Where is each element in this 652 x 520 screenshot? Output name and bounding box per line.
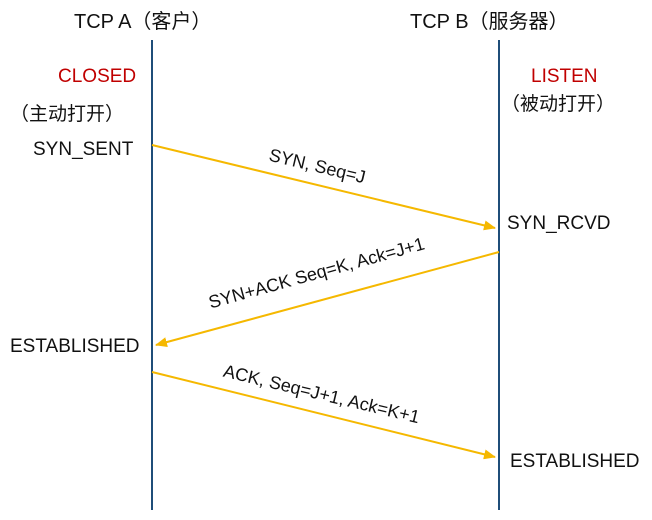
tcp-a-title: TCP A（客户） (74, 11, 212, 33)
state-established-b: ESTABLISHED (510, 451, 640, 472)
state-syn-rcvd: SYN_RCVD (507, 213, 611, 234)
arrow-syn (151, 144, 496, 231)
state-established-a: ESTABLISHED (10, 336, 140, 357)
note-passive-open: （被动打开） (501, 94, 616, 115)
arrow-ack (151, 371, 496, 460)
state-syn-sent: SYN_SENT (33, 139, 134, 160)
tcp-b-title: TCP B（服务器） (410, 11, 569, 33)
arrow-syn-ack (155, 251, 500, 347)
state-listen: LISTEN (531, 66, 598, 87)
note-active-open: （主动打开） (10, 104, 125, 125)
state-closed: CLOSED (58, 66, 137, 87)
